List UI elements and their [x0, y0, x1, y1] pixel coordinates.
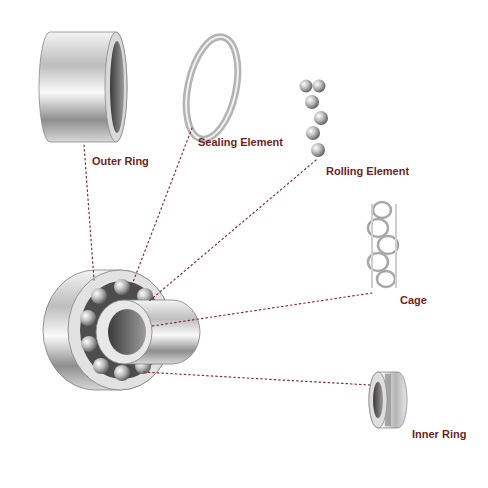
- part-label: Rolling Element: [326, 165, 409, 178]
- leader-line: [148, 160, 316, 302]
- sealing-ring: [178, 32, 247, 144]
- outer-ring: [39, 32, 127, 142]
- inner-ring: [369, 372, 407, 428]
- part-label: Cage: [400, 294, 427, 307]
- part-label: Outer Ring: [92, 155, 149, 168]
- leader-line: [130, 128, 192, 290]
- assembled-bearing: [43, 270, 200, 390]
- leader-line: [142, 372, 370, 385]
- balls: [300, 80, 329, 158]
- cage: [368, 202, 398, 288]
- leader-line: [152, 293, 372, 326]
- part-label: Sealing Element: [198, 136, 283, 149]
- part-label: Inner Ring: [412, 428, 466, 441]
